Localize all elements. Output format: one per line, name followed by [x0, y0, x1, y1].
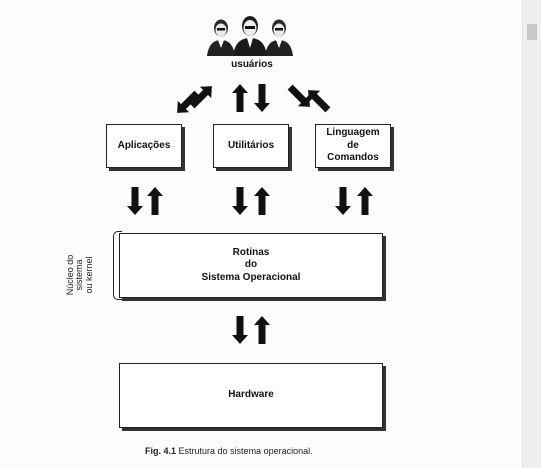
users-label: usuários — [231, 59, 273, 70]
vertical-scrollbar[interactable] — [522, 0, 541, 468]
arrow-kernel-up — [254, 316, 270, 344]
arrow-lang-up — [357, 187, 373, 215]
scrollbar-thumb[interactable] — [527, 24, 537, 40]
users-icon — [207, 16, 293, 56]
kernel-bracket — [113, 231, 122, 300]
arrow-lang-down — [335, 187, 351, 215]
arrow-users-to-utils — [254, 84, 270, 112]
arrow-apps-up — [147, 187, 163, 215]
kernel-label: Núcleo do sistema ou kernel — [65, 254, 94, 296]
arrow-apps-down — [127, 187, 143, 215]
arrow-utils-up — [254, 187, 270, 215]
box-linguagem: Linguagem de Comandos — [315, 124, 391, 168]
document-page: usuários — [65, 16, 391, 456]
arrow-utils-down — [232, 187, 248, 215]
box-aplicacoes: Aplicações — [106, 124, 182, 168]
box-utilitarios: Utilitários — [213, 124, 289, 168]
caption-text: Estrutura do sistema operacional. — [178, 446, 313, 456]
box-hardware: Hardware — [119, 363, 383, 428]
caption-fig-number: Fig. 4.1 — [145, 446, 177, 456]
arrow-kernel-down — [232, 316, 248, 344]
box-rotinas: Rotinas do Sistema Operacional — [119, 233, 383, 298]
figure-caption: Fig. 4.1 Estrutura do sistema operaciona… — [145, 446, 313, 456]
arrow-utils-to-users — [232, 84, 248, 112]
